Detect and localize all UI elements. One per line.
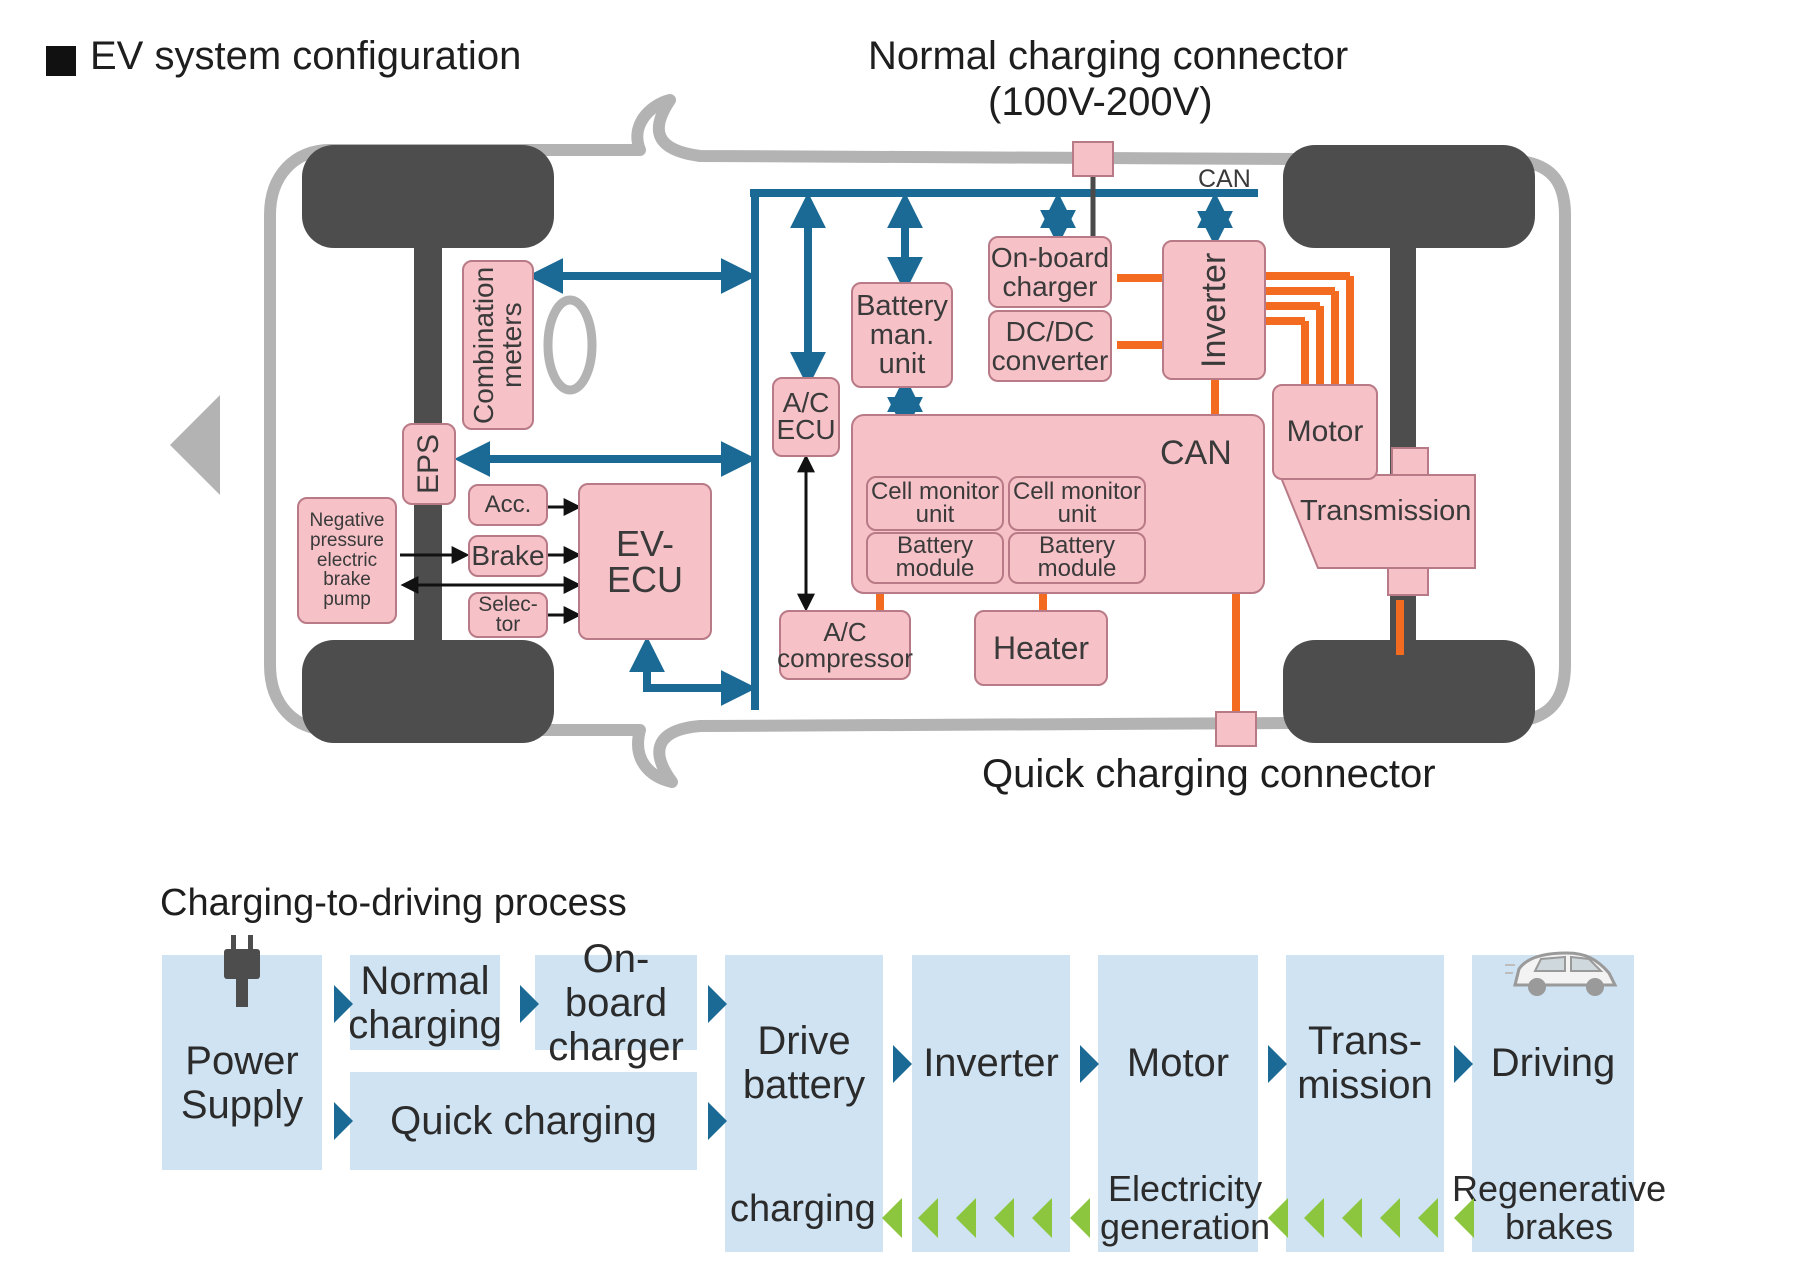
- electricity-generation-label: Electricity generation: [1100, 1168, 1271, 1247]
- heater-box: Heater: [974, 610, 1108, 686]
- quick-charging-box: Quick charging: [350, 1072, 697, 1170]
- motor-shaft-upper: [1391, 447, 1429, 479]
- signal-lines: [400, 454, 815, 624]
- quick-connector-label: Quick charging connector: [982, 752, 1436, 796]
- flow-arrow: [334, 1102, 353, 1140]
- negative-pressure-brake-pump-box: Negative pressure electric brake pump: [297, 497, 397, 624]
- front-arrow-icon: [170, 395, 220, 495]
- flow-arrow: [708, 1102, 727, 1140]
- flow-arrow: [1268, 1045, 1287, 1083]
- ev-ecu-box: EV-ECU: [578, 483, 712, 640]
- plug-icon: [224, 935, 260, 1007]
- flow-arrow: [334, 985, 353, 1023]
- onboard-charger-box: On-board charger: [988, 236, 1112, 308]
- steering-wheel: [543, 295, 597, 395]
- tire-front-left: [302, 145, 554, 248]
- brake-box: Brake: [468, 535, 548, 577]
- normal-connector-label: Normal charging connector: [868, 34, 1349, 78]
- regen-arrow: [956, 1198, 976, 1238]
- selector-box: Selec- tor: [468, 592, 548, 638]
- regen-arrow: [918, 1198, 938, 1238]
- regen-arrow: [1268, 1198, 1288, 1238]
- normal-charging-port: [1072, 141, 1114, 177]
- cell-monitor-unit-1: Cell monitor unit: [866, 476, 1004, 531]
- flow-arrow: [1454, 1045, 1473, 1083]
- regen-arrow: [1418, 1198, 1438, 1238]
- flow-arrow: [893, 1045, 912, 1083]
- charging-label: charging: [730, 1188, 876, 1230]
- normal-voltage-label: (100V-200V): [988, 80, 1213, 124]
- can-top-label: CAN: [1198, 165, 1251, 193]
- title-bullet: [46, 46, 76, 76]
- regen-arrow: [1070, 1198, 1090, 1238]
- regen-arrow: [882, 1198, 902, 1238]
- flow-arrow: [1080, 1045, 1099, 1083]
- acc-box: Acc.: [468, 484, 548, 526]
- battery-module-2: Battery module: [1008, 532, 1146, 584]
- quick-charging-port: [1215, 711, 1257, 747]
- motor-box: Motor: [1272, 384, 1378, 480]
- regen-arrow: [1454, 1198, 1474, 1238]
- battery-management-unit-box: Battery man. unit: [851, 282, 953, 388]
- battery-module-1: Battery module: [866, 532, 1004, 584]
- inverter-box: Inverter: [1162, 240, 1266, 380]
- regen-arrow: [1304, 1198, 1324, 1238]
- tire-rear-left: [1283, 145, 1535, 248]
- regen-arrow: [1342, 1198, 1362, 1238]
- ac-ecu-box: A/C ECU: [772, 377, 840, 457]
- tire-front-right: [302, 640, 554, 743]
- tire-rear-right: [1283, 640, 1535, 743]
- process-title: Charging-to-driving process: [160, 882, 627, 924]
- motor-shaft-lower: [1387, 564, 1429, 596]
- eps-box: EPS: [402, 423, 456, 505]
- regen-arrow: [1380, 1198, 1400, 1238]
- car-body: [264, 94, 1571, 788]
- car-icon: [1505, 951, 1618, 996]
- power-supply-box: Power Supply: [162, 955, 322, 1170]
- normal-charging-box: Normal charging: [348, 955, 502, 1050]
- regenerative-brakes-label: Regenerative brakes: [1452, 1168, 1667, 1247]
- flow-arrow: [708, 985, 727, 1023]
- transmission-shape: [1278, 474, 1476, 569]
- regen-arrow: [994, 1198, 1014, 1238]
- transmission-label: Transmission: [1300, 495, 1472, 527]
- flow-arrow: [520, 985, 539, 1023]
- driving-box: Driving: [1472, 955, 1634, 1252]
- diagram-title: EV system configuration: [90, 34, 522, 78]
- combination-meters-box: Combination meters: [462, 260, 534, 430]
- cell-monitor-unit-2: Cell monitor unit: [1008, 476, 1146, 531]
- regen-arrow: [1032, 1198, 1052, 1238]
- dcdc-converter-box: DC/DC converter: [988, 310, 1112, 382]
- motor-process-box: Motor: [1098, 955, 1258, 1252]
- drive-battery-box: Drive battery: [725, 955, 883, 1252]
- power-lines: [876, 272, 1404, 712]
- ac-compressor-box: A/C compressor: [777, 610, 913, 680]
- can-battery-label: CAN: [1160, 434, 1232, 472]
- onboard-charger-process-box: On-board charger: [535, 937, 697, 1069]
